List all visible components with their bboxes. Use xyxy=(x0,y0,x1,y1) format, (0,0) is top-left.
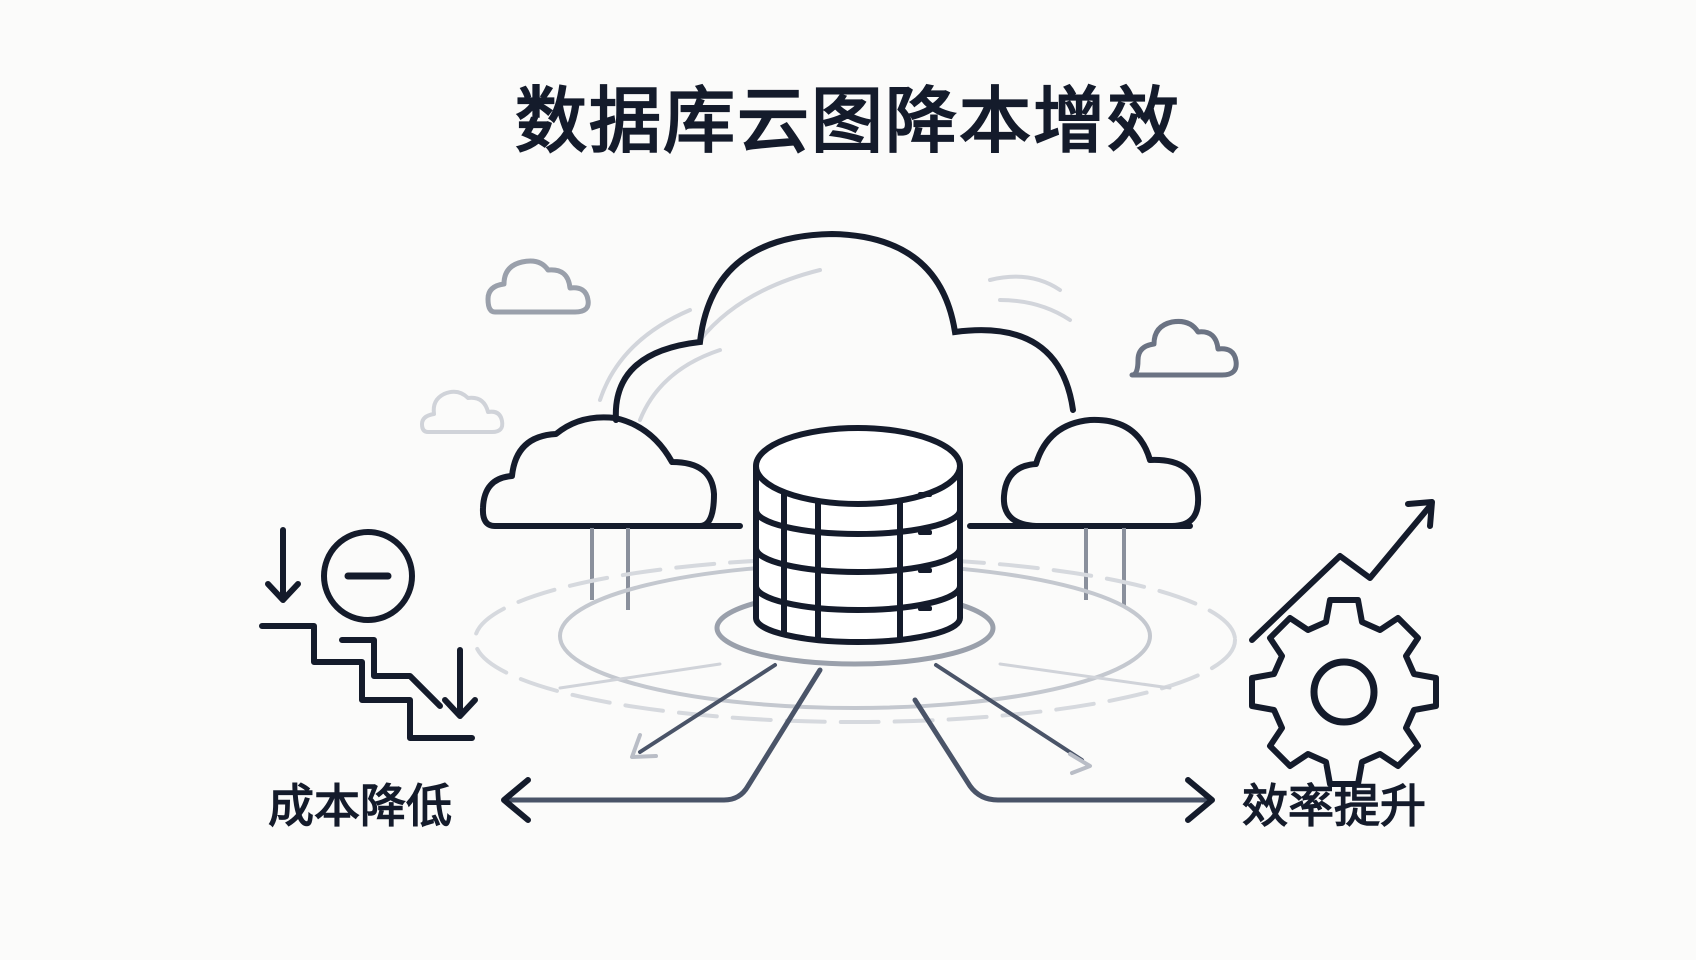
cost-reduction-label: 成本降低 xyxy=(268,779,452,833)
efficiency-gain-label: 效率提升 xyxy=(1242,779,1426,833)
side-cloud-icon-right xyxy=(967,416,1202,529)
side-cloud-icon-left xyxy=(479,414,743,529)
arrow-head-left xyxy=(501,777,531,823)
database-cylinder-icon xyxy=(753,425,963,645)
diagram-title: 数据库云图降本增效 xyxy=(514,79,1181,163)
cost-down-stairs-icon xyxy=(259,527,478,741)
efficiency-gear-arrow-icon xyxy=(1249,499,1439,787)
cloud-connector-pillars xyxy=(590,528,1126,610)
main-cloud-icon xyxy=(612,230,1076,423)
motion-swooshes xyxy=(598,268,1072,422)
flow-arrows xyxy=(505,662,1209,803)
arrow-head-right xyxy=(1185,777,1215,823)
small-cloud-icon-far-left xyxy=(420,389,505,434)
small-cloud-icon-right xyxy=(1129,319,1239,378)
small-cloud-icon-left xyxy=(485,258,591,315)
